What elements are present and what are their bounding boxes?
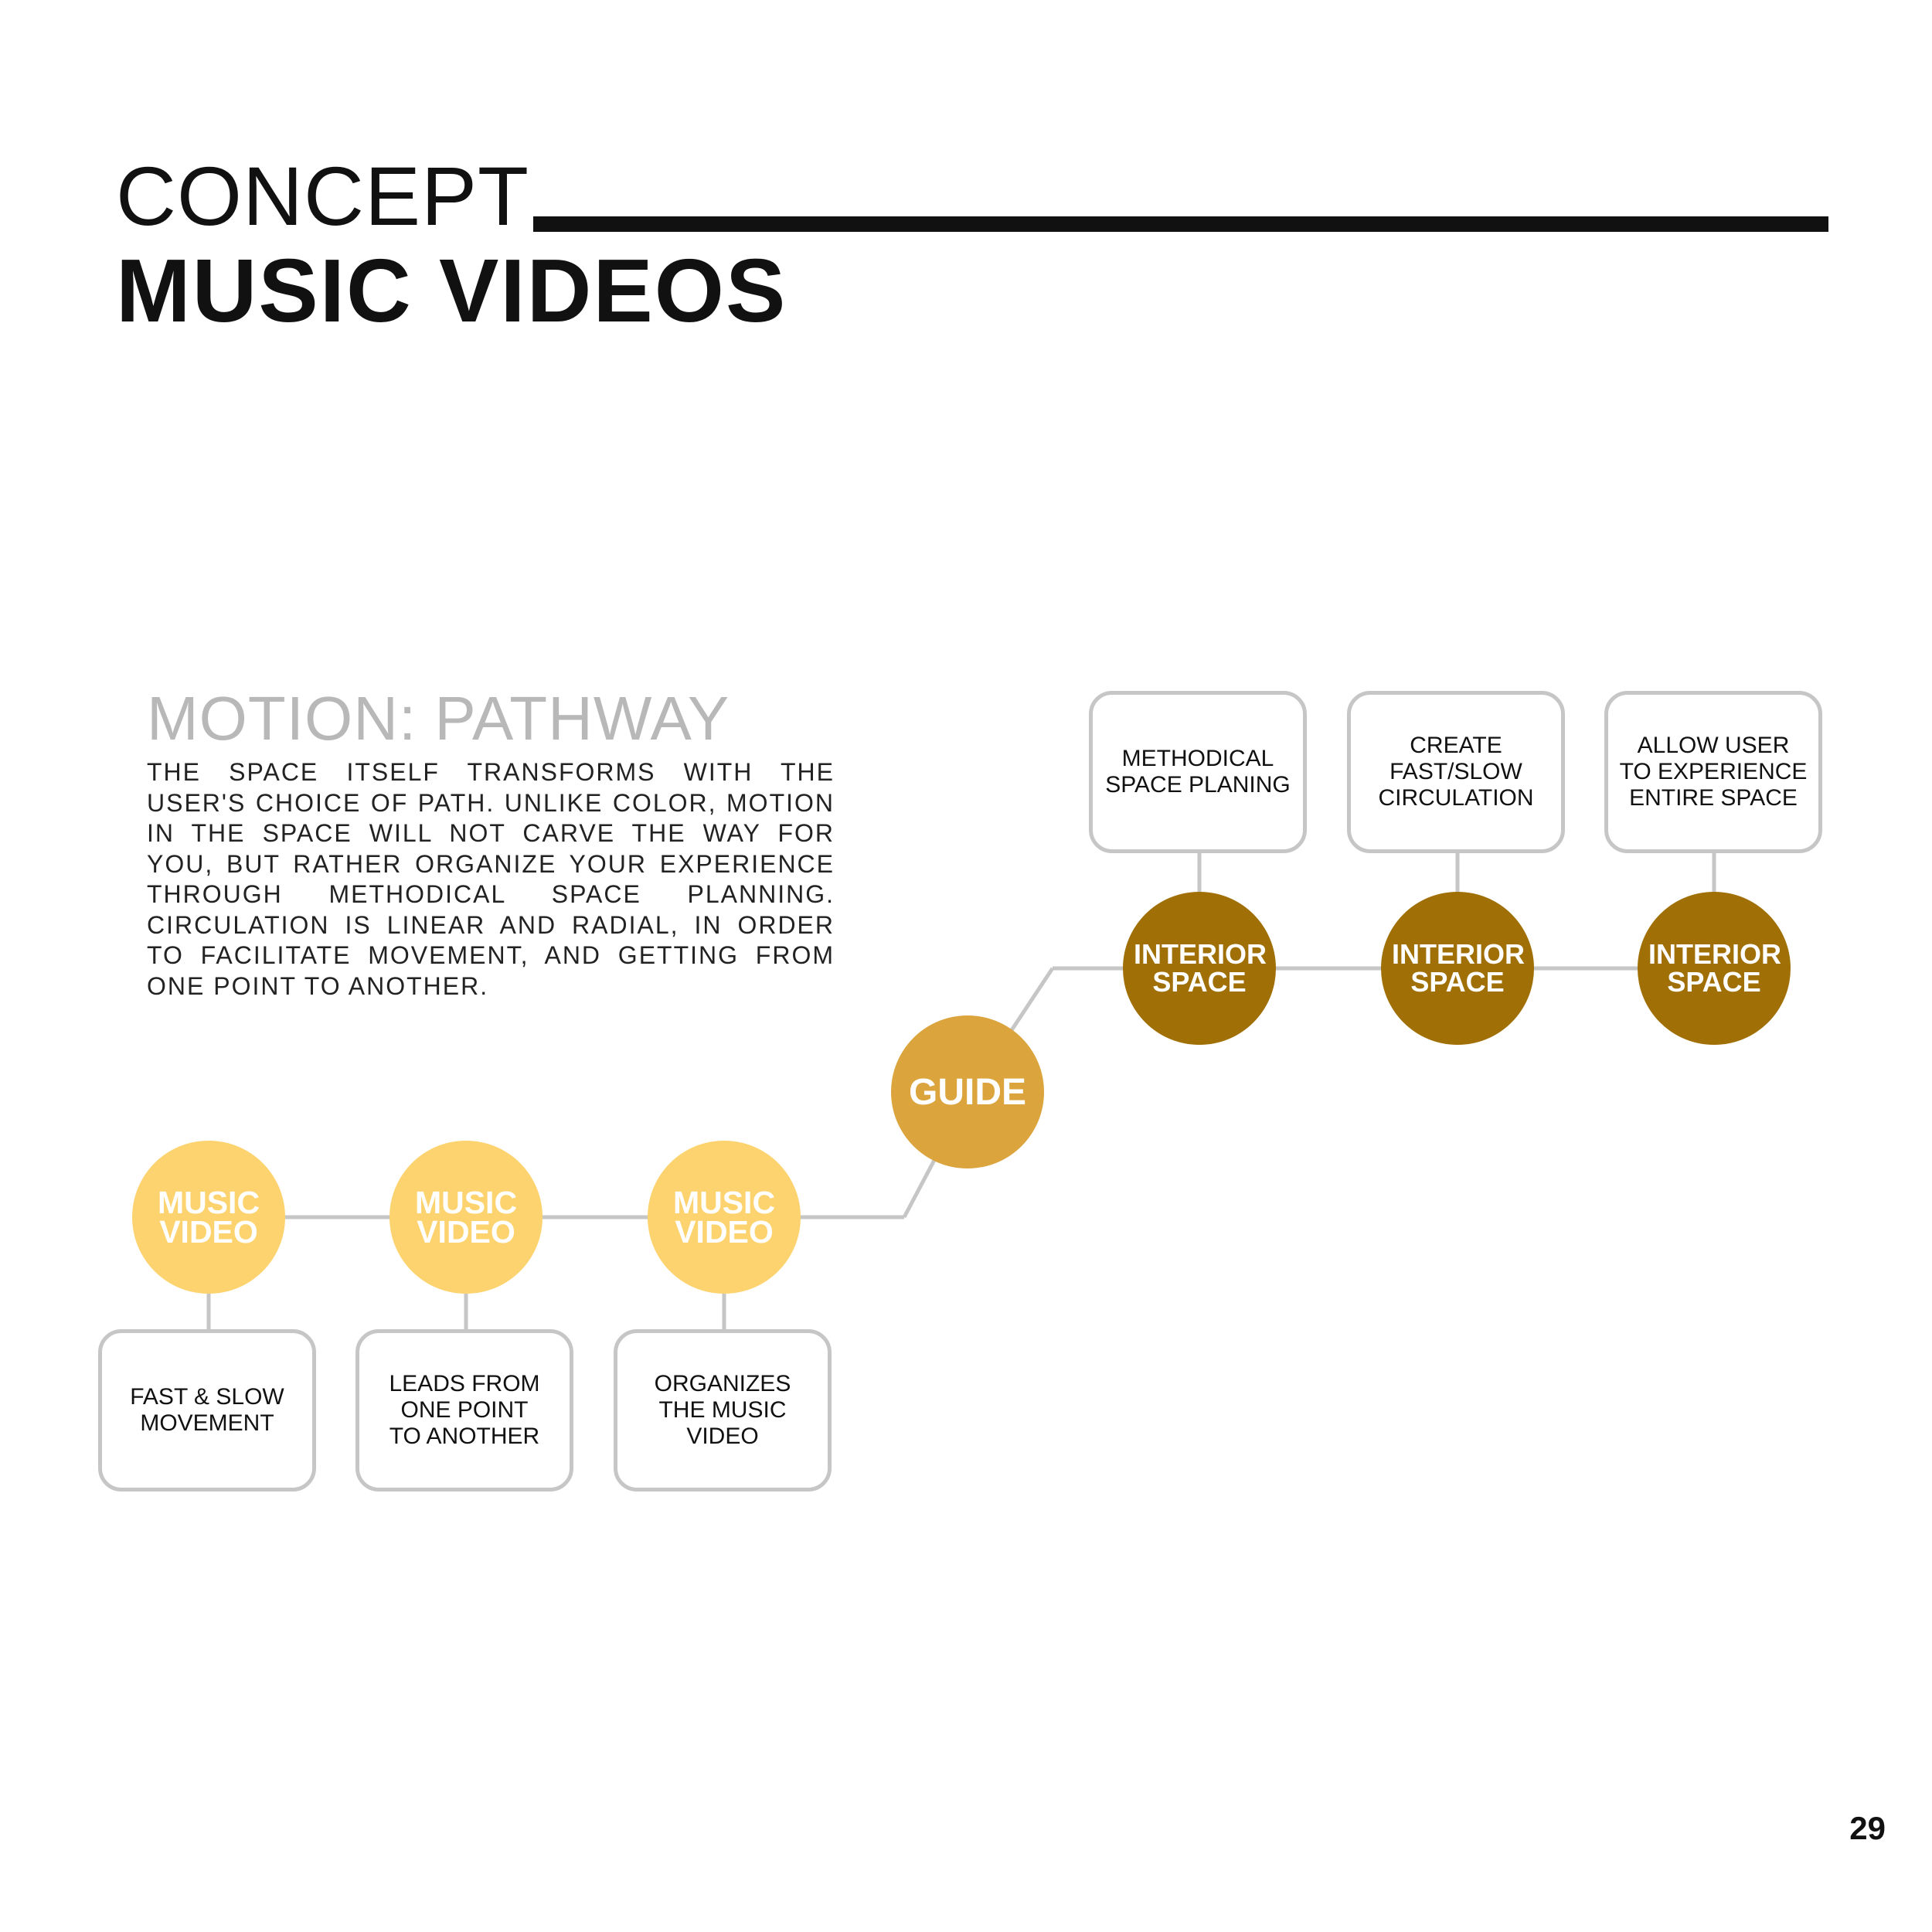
- page-number: 29: [1849, 1810, 1886, 1846]
- note-box-circulation: CREATE FAST/SLOW CIRCULATION: [1347, 691, 1565, 853]
- node-label: INTERIOR SPACE: [1392, 938, 1526, 998]
- note-box-leads: LEADS FROM ONE POINT TO ANOTHER: [355, 1329, 573, 1492]
- node-label: GUIDE: [908, 1071, 1026, 1113]
- music-video-node-3: MUSIC VIDEO: [648, 1141, 801, 1294]
- interior-space-node-1: INTERIOR SPACE: [1123, 892, 1276, 1045]
- music-video-node-1: MUSIC VIDEO: [132, 1141, 285, 1294]
- node-label: MUSIC VIDEO: [672, 1185, 776, 1250]
- note-box-fast-slow: FAST & SLOW MOVEMENT: [98, 1329, 316, 1492]
- node-label: MUSIC VIDEO: [414, 1185, 518, 1250]
- guide-node: GUIDE: [891, 1015, 1044, 1168]
- note-box-experience: ALLOW USER TO EXPERIENCE ENTIRE SPACE: [1604, 691, 1822, 853]
- note-box-methodical: METHODICAL SPACE PLANING: [1089, 691, 1307, 853]
- node-label: MUSIC VIDEO: [157, 1185, 260, 1250]
- motion-description: THE SPACE ITSELF TRANSFORMS WITH THE USE…: [147, 758, 835, 1000]
- page-title: MUSIC VIDEOS: [116, 240, 787, 341]
- concept-label: CONCEPT: [116, 149, 530, 243]
- interior-space-node-3: INTERIOR SPACE: [1638, 892, 1791, 1045]
- motion-heading: MOTION: PATHWAY: [147, 684, 730, 753]
- node-label: INTERIOR SPACE: [1648, 938, 1782, 998]
- music-video-node-2: MUSIC VIDEO: [389, 1141, 543, 1294]
- node-label: INTERIOR SPACE: [1134, 938, 1267, 998]
- interior-space-node-2: INTERIOR SPACE: [1381, 892, 1534, 1045]
- note-box-organizes: ORGANIZES THE MUSIC VIDEO: [614, 1329, 832, 1492]
- header-rule: [533, 216, 1828, 232]
